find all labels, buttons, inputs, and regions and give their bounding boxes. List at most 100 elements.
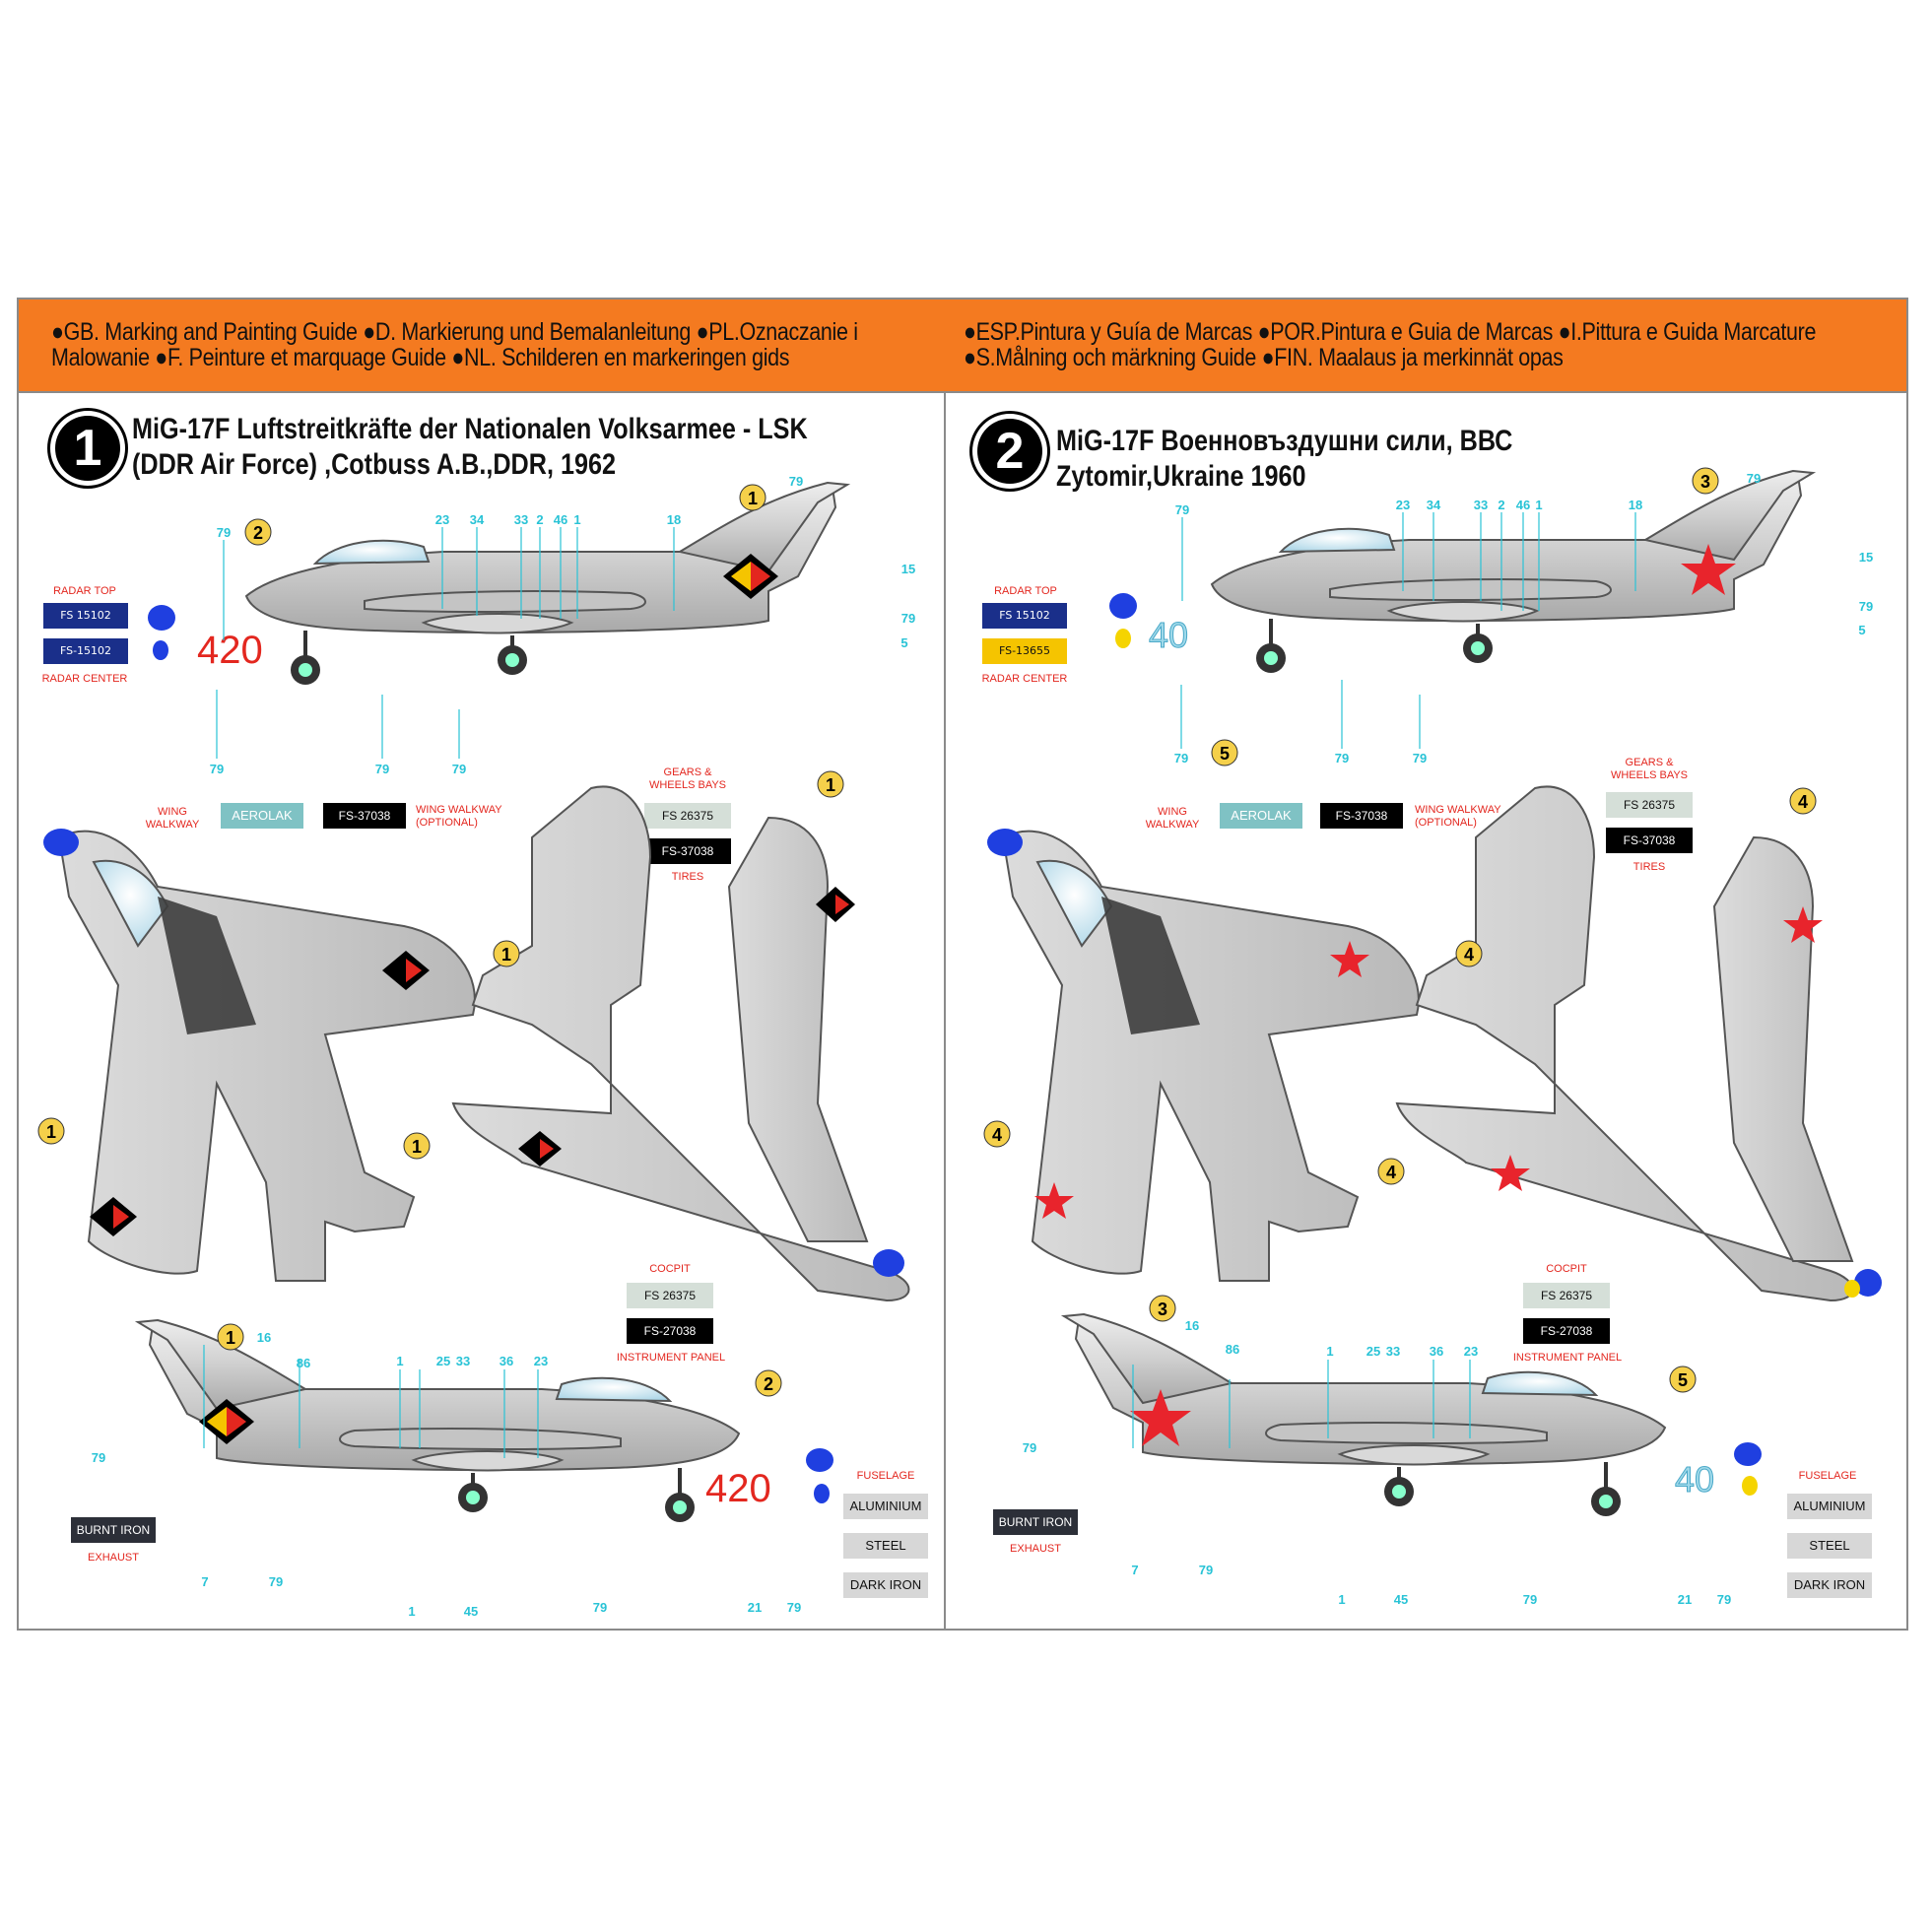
s2-radar-top-label: RADAR TOP xyxy=(994,585,1057,597)
ddr-roundel-icon xyxy=(723,554,778,599)
cyan-callout: 15 xyxy=(1859,550,1873,565)
s1-profile-left: 420 xyxy=(148,483,847,685)
cyan-callout: 21 xyxy=(1678,1592,1692,1607)
cyan-callout: 79 xyxy=(1859,599,1873,614)
s1-instrument-label: INSTRUMENT PANEL xyxy=(616,1352,726,1364)
s1-walkway-opt-swatch: FS-37038 xyxy=(323,803,406,829)
callout-label: 4 xyxy=(1798,792,1808,812)
callout-label: 3 xyxy=(1158,1299,1167,1319)
cyan-callout: 33 xyxy=(1386,1344,1400,1359)
cyan-callout: 21 xyxy=(748,1600,762,1615)
cyan-callout: 79 xyxy=(375,762,389,776)
s1-code-top: 420 xyxy=(197,629,263,672)
scheme-2-title: MiG-17F Военновъздушни сили, ВВС Zytomir… xyxy=(1056,424,1512,495)
s2-profile-left: 40 xyxy=(1109,471,1813,673)
s1-radar-top-label: RADAR TOP xyxy=(53,585,116,597)
s1-radar-center-swatch: FS-15102 xyxy=(43,638,128,664)
cyan-callout: 79 xyxy=(1717,1592,1731,1607)
scheme-2-title-line1: MiG-17F Военновъздушни сили, ВВС xyxy=(1056,425,1513,457)
cyan-callout: 79 xyxy=(1175,502,1189,517)
s2-fuselage-dark-iron: DARK IRON xyxy=(1787,1572,1872,1598)
s1-profile-right: 420 xyxy=(138,1320,833,1522)
s2-gears-label: GEARS & WHEELS BAYS xyxy=(1610,757,1689,781)
callout-marker: 2 xyxy=(755,1369,782,1397)
banner-right: ●ESP.Pintura y Guía de Marcas ●POR.Pintu… xyxy=(964,319,1816,370)
scheme-1-marker: 1 xyxy=(55,416,120,481)
callout-markers: 2 1 1 1 1 1 1 2 3 5 4 4 4 4 3 5 xyxy=(37,467,1817,1397)
callout-marker: 2 xyxy=(244,518,272,546)
cyan-callout: 79 xyxy=(1199,1563,1213,1577)
cyan-callout: 86 xyxy=(297,1356,310,1370)
s2-radar-top-swatch: FS 15102 xyxy=(982,603,1067,629)
cyan-callout: 86 xyxy=(1226,1342,1239,1357)
s2-tires-swatch: FS-37038 xyxy=(1606,828,1693,853)
leader-lines xyxy=(203,512,1636,1458)
s2-instrument-swatch: FS-27038 xyxy=(1523,1318,1610,1344)
callout-marker: 3 xyxy=(1692,467,1719,495)
s1-instrument-swatch: FS-27038 xyxy=(627,1318,713,1344)
callout-label: 2 xyxy=(764,1374,773,1394)
s1-fuselage-aluminium: ALUMINIUM xyxy=(843,1494,928,1519)
cyan-callout: 7 xyxy=(1131,1563,1138,1577)
scheme-1-title-line2: (DDR Air Force) ,Cotbuss A.B.,DDR, 1962 xyxy=(132,448,617,481)
callout-marker: 5 xyxy=(1669,1366,1697,1393)
cyan-callout: 1 xyxy=(573,512,580,527)
ddr-roundel-icon xyxy=(90,1197,137,1236)
ddr-roundel-icon xyxy=(199,1399,254,1444)
cyan-callout: 36 xyxy=(500,1354,513,1368)
s2-radar-center-swatch: FS-13655 xyxy=(982,638,1067,664)
s1-exhaust-swatch: BURNT IRON xyxy=(71,1517,156,1543)
cyan-callouts-s2-bottom: 16 86 1 25 33 36 23 79 7 79 1 45 79 21 7… xyxy=(1023,1318,1731,1607)
scheme-2-title-line2: Zytomir,Ukraine 1960 xyxy=(1056,460,1306,493)
callout-label: 1 xyxy=(226,1328,235,1348)
cyan-callout: 1 xyxy=(1535,498,1542,512)
red-star-icon xyxy=(1034,1182,1074,1219)
cyan-callout: 34 xyxy=(470,512,485,527)
s2-fuselage-steel: STEEL xyxy=(1787,1533,1872,1559)
s1-nose-radar xyxy=(148,605,175,631)
cyan-callout: 1 xyxy=(1326,1344,1333,1359)
s1-gears-swatch: FS 26375 xyxy=(644,803,731,829)
callout-marker: 1 xyxy=(817,770,844,798)
cyan-callout: 25 xyxy=(1366,1344,1380,1359)
cyan-callouts-s1-top: 79 23 34 33 2 46 1 18 79 15 79 5 79 79 7… xyxy=(210,474,915,776)
red-star-icon xyxy=(1130,1389,1191,1446)
s2-gears-swatch: FS 26375 xyxy=(1606,792,1693,818)
callout-marker: 4 xyxy=(1377,1158,1405,1185)
s1-planform-underside xyxy=(451,785,910,1302)
callout-label: 2 xyxy=(253,523,263,543)
cyan-callout: 79 xyxy=(1523,1592,1537,1607)
cyan-callout: 46 xyxy=(1516,498,1530,512)
cyan-callout: 36 xyxy=(1430,1344,1443,1359)
cyan-callout: 18 xyxy=(1629,498,1642,512)
cyan-callout: 79 xyxy=(92,1450,105,1465)
cyan-callout: 79 xyxy=(789,474,803,489)
banner-left: ●GB. Marking and Painting Guide ●D. Mark… xyxy=(51,319,858,370)
cyan-callout: 33 xyxy=(456,1354,470,1368)
cyan-callout: 79 xyxy=(1335,751,1349,766)
s2-walkway-label: WING WALKWAY xyxy=(1145,806,1200,831)
ddr-roundel-icon xyxy=(518,1131,562,1166)
s2-cockpit-swatch: FS 26375 xyxy=(1523,1283,1610,1308)
red-star-icon xyxy=(1783,906,1823,943)
cyan-callout: 2 xyxy=(1498,498,1504,512)
cyan-callout: 79 xyxy=(1174,751,1188,766)
s2-cockpit-label: COCPIT xyxy=(1546,1263,1587,1275)
cyan-callout: 16 xyxy=(1185,1318,1199,1333)
red-star-icon xyxy=(1681,544,1736,595)
s2-code-bottom: 40 xyxy=(1675,1459,1714,1499)
callout-label: 1 xyxy=(748,489,758,508)
s1-fuselage-dark-iron: DARK IRON xyxy=(843,1572,928,1598)
s2-profile-right: 40 xyxy=(1064,1314,1762,1516)
cyan-callout: 23 xyxy=(1464,1344,1478,1359)
s1-gears-label: GEARS & WHEELS BAYS xyxy=(648,766,727,791)
s1-tires-swatch: FS-37038 xyxy=(644,838,731,864)
cyan-callout: 7 xyxy=(201,1574,208,1589)
callout-label: 1 xyxy=(501,945,511,965)
cyan-callout: 79 xyxy=(1413,751,1427,766)
cyan-callout: 23 xyxy=(435,512,449,527)
callout-label: 4 xyxy=(1464,945,1474,965)
red-star-icon xyxy=(1330,941,1369,977)
cyan-callout: 5 xyxy=(900,635,907,650)
